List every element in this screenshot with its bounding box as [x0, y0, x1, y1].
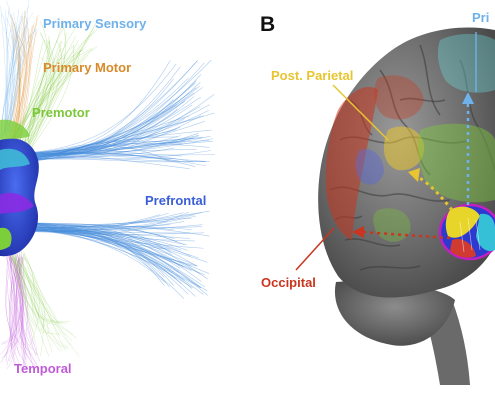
sensory-arrowhead — [462, 92, 474, 104]
label-prefrontal: Prefrontal — [145, 193, 207, 208]
panel-b — [295, 27, 495, 385]
panel-b-letter: B — [260, 13, 276, 36]
thalamus-cutout — [438, 203, 495, 261]
label-premotor: Premotor — [32, 105, 90, 120]
label-primary-cut: Pri — [472, 10, 490, 25]
parietal-arrowhead — [408, 168, 420, 182]
label-primary-sensory: Primary Sensory — [43, 16, 147, 31]
occipital-arrowhead — [352, 226, 364, 238]
fiber-tracts — [0, 0, 215, 370]
occipital-arrow — [361, 230, 451, 240]
label-primary-motor: Primary Motor — [43, 60, 132, 75]
pathway-arrows — [295, 32, 477, 271]
label-temporal: Temporal — [14, 361, 72, 376]
panel-a — [0, 0, 215, 370]
thalamus-structure — [0, 119, 39, 257]
occipital-label-line — [295, 227, 335, 271]
parietal-label-line — [332, 84, 389, 141]
label-occipital: Occipital — [261, 275, 316, 290]
label-post-parietal: Post. Parietal — [271, 68, 354, 83]
